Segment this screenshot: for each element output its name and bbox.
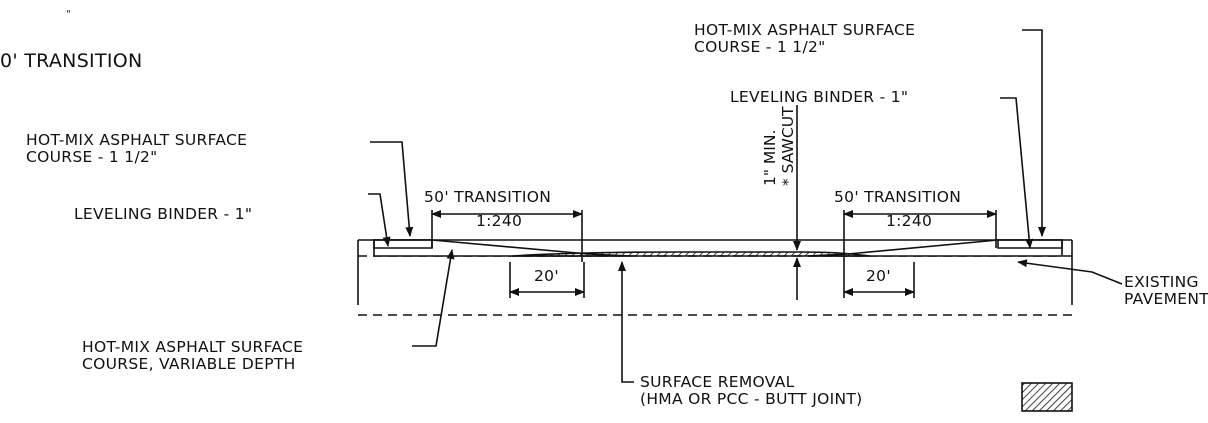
header-mark: " [66, 9, 71, 20]
header-title: 0' TRANSITION [0, 50, 143, 72]
right-surface-course-label: HOT-MIX ASPHALT SURFACE COURSE - 1 1/2" [694, 21, 916, 56]
right-surface-block [997, 239, 1063, 249]
removal-leader [618, 261, 634, 383]
right-binder-leader [1000, 97, 1034, 249]
right-ratio-label: 1:240 [886, 212, 933, 230]
surface-removal-band [511, 251, 871, 257]
right-existing-leader [1017, 259, 1123, 285]
left-binder-leader [368, 193, 391, 247]
left-variable-depth-label: HOT-MIX ASPHALT SURFACE COURSE, VARIABLE… [82, 338, 304, 373]
right-taper-label: 20' [866, 267, 891, 285]
left-surface-course-label: HOT-MIX ASPHALT SURFACE COURSE - 1 1/2" [26, 131, 248, 166]
left-leveling-binder-label: LEVELING BINDER - 1" [74, 205, 253, 223]
left-taper-label: 20' [534, 267, 559, 285]
left-variable-leader [412, 249, 455, 347]
left-surface-leader [370, 141, 414, 237]
left-ratio-label: 1:240 [476, 212, 523, 230]
left-transition-label: 50' TRANSITION [424, 188, 552, 206]
surface-removal-legend: SURFACE REMOVAL (HMA OR PCC - BUTT JOINT… [640, 373, 863, 408]
right-transition-label: 50' TRANSITION [834, 188, 962, 206]
sawcut-depth-label: 1" MIN. [761, 129, 779, 186]
sawcut-label: * SAWCUT [779, 105, 797, 186]
right-surface-leader [1022, 29, 1046, 237]
legend-hatch-swatch [1021, 382, 1073, 412]
right-leveling-binder-label: LEVELING BINDER - 1" [730, 88, 909, 106]
right-existing-pavement-label: EXISTING PAVEMENT [1124, 273, 1208, 308]
